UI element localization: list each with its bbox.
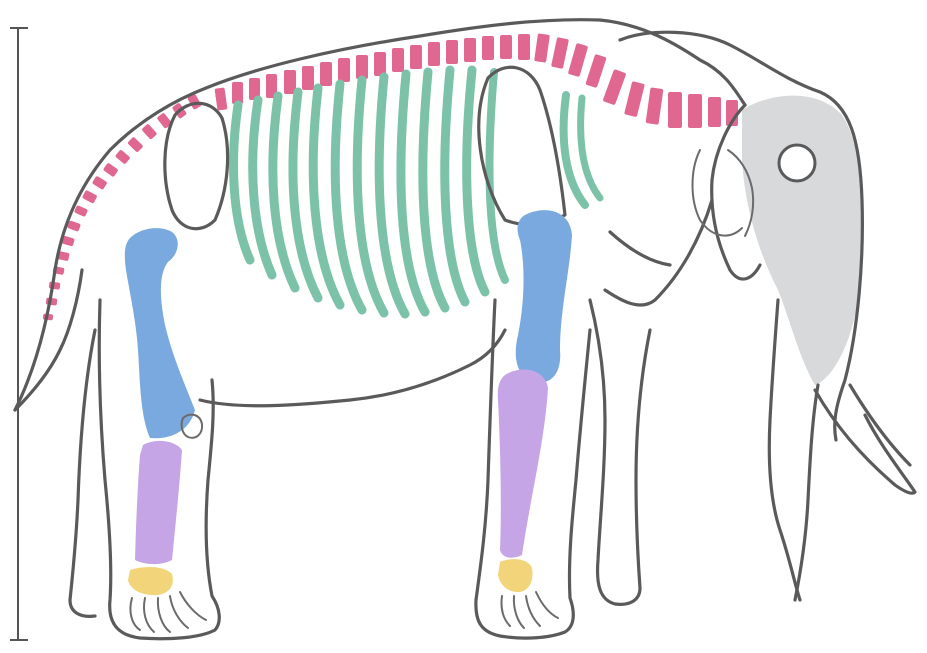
front-foot-bones (501, 592, 558, 628)
skull (742, 96, 863, 385)
front-carpus (498, 559, 533, 592)
skull-eye-socket (779, 145, 815, 181)
front-leg-outline-far (590, 300, 650, 604)
hind-femur (125, 228, 195, 438)
hind-foot-bones (130, 592, 206, 632)
front-humerus (516, 210, 572, 382)
neck-outline (610, 232, 670, 265)
jaw-outline (693, 150, 743, 236)
pelvis (165, 103, 228, 228)
belly-outline (200, 330, 505, 406)
front-radius-ulna (498, 369, 548, 557)
hind-tibia-fibula (135, 441, 182, 564)
scale-bar (10, 28, 28, 640)
tusk-outline-2 (850, 385, 910, 465)
trunk-outline (795, 385, 818, 600)
trunk-inner-outline (769, 300, 800, 600)
tusk-outline (815, 390, 915, 493)
hind-leg-outline-far (70, 330, 95, 616)
hind-tarsus (128, 567, 173, 595)
back-to-rump-outline (15, 88, 206, 410)
chest-outline (605, 200, 712, 305)
